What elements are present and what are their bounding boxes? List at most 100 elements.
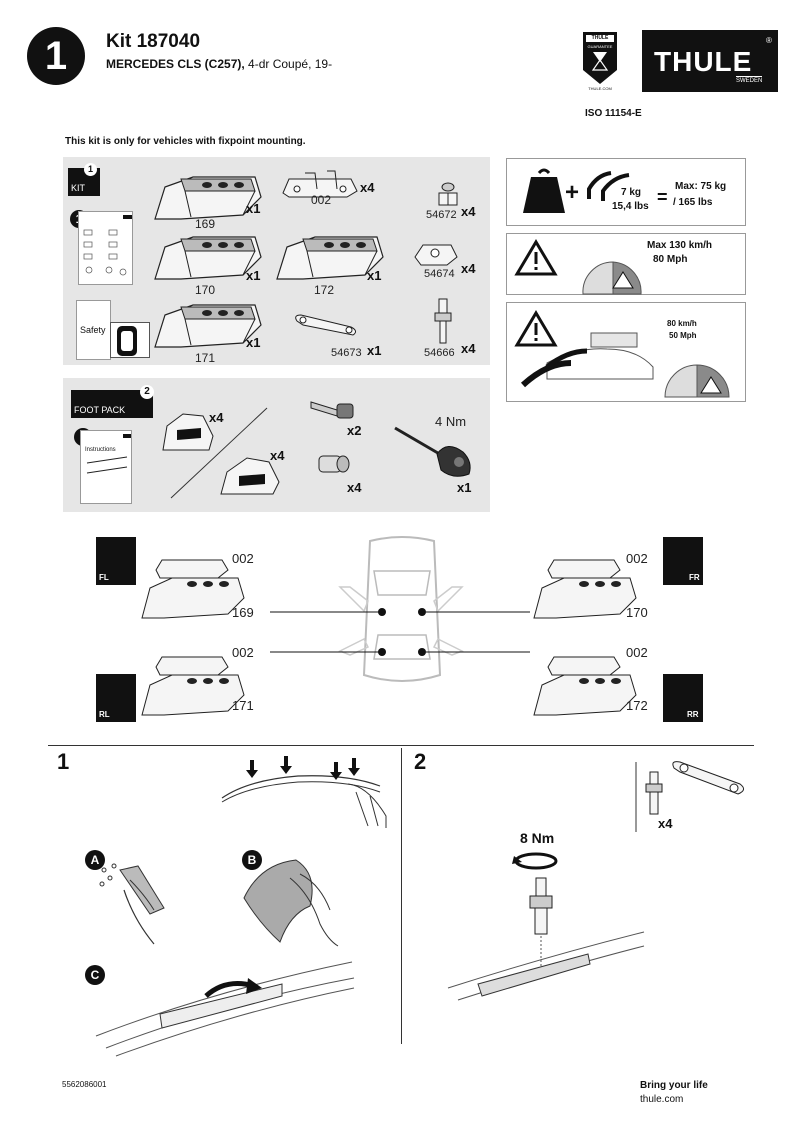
nut-54672-illustration [438, 182, 458, 206]
steps-divider-vertical [401, 748, 402, 1044]
torque-wrench-illustration [394, 426, 471, 477]
fl-label: FL [99, 573, 109, 582]
foot-172-illustration [276, 236, 384, 280]
kit-panel: 1 KIT 1 Safety [63, 157, 490, 365]
wrench-qty: x1 [457, 480, 472, 495]
foot-a-illustration [162, 413, 214, 451]
roof-arrows-illustration [221, 756, 387, 828]
weight-icon [523, 168, 565, 213]
fl-tag: FL [96, 537, 136, 585]
safety-card [110, 322, 150, 358]
foot-pack-panel: 2 FOOT PACK 2 Instructions x4 x4 x2 x4 4… [63, 378, 490, 512]
badge-guarantee: GUARANTEE [587, 44, 613, 49]
foot-pack-badge: 2 FOOT PACK [71, 385, 154, 418]
lock-qty: x4 [347, 480, 362, 495]
car-topview-icon [117, 326, 137, 356]
clean-spray-illustration [99, 863, 165, 945]
step-2-torque: 8 Nm [520, 830, 555, 846]
plate-54673-illustration [295, 314, 357, 336]
lock-cylinder-illustration [318, 455, 350, 473]
brand-name: THULE [654, 46, 753, 77]
rr-top-part: 002 [626, 645, 648, 660]
foot-170-illustration [154, 236, 262, 280]
part-54672-number: 54672 [426, 209, 457, 221]
turning-speed-box: 80 km/h 50 Mph [506, 302, 746, 402]
rl-bottom-part: 171 [232, 698, 254, 713]
part-171-qty: x1 [246, 335, 261, 350]
rr-label: RR [687, 710, 699, 719]
max-speed-box: Max 130 km/h 80 Mph [506, 233, 746, 295]
part-169-number: 169 [195, 217, 216, 231]
step-a-badge: A [85, 850, 105, 870]
bolt-plate-illustration [635, 761, 744, 832]
rl-label: RL [99, 710, 110, 719]
vehicle-type: 4-dr Coupé, 19- [244, 57, 333, 71]
brand-sub: SWEDEN [736, 76, 763, 84]
step-b-label: B [247, 853, 257, 867]
kit-badge: 1 KIT [68, 163, 100, 196]
foot-b-qty: x4 [270, 448, 285, 463]
step-a-label: A [90, 853, 100, 867]
kit-title: Kit 187040 [106, 31, 201, 52]
key-qty: x2 [347, 423, 362, 438]
foot-pack-booklet: Instructions [80, 430, 132, 504]
guarantee-badge: THULE GUARANTEE THULE.COM [581, 30, 619, 92]
rack-weight-lbs: 15,4 lbs [612, 201, 649, 212]
booklet-instructions-title: Instructions [85, 447, 116, 453]
max-speed-mph: 80 Mph [653, 254, 688, 265]
part-170-number: 170 [195, 283, 216, 297]
diagonal-divider [170, 407, 268, 499]
part-54672-qty: x4 [461, 204, 476, 219]
turn-speed-kmh: 80 km/h [667, 319, 697, 328]
rl-tag: RL [96, 674, 136, 722]
step-2-number: 2 [414, 749, 427, 774]
booklet-content-icon [83, 215, 132, 276]
thule-logo: THULE SWEDEN ® [642, 30, 778, 92]
foot-171-illustration [154, 304, 262, 348]
wrench-torque: 4 Nm [435, 414, 467, 429]
part-172-number: 172 [314, 283, 335, 297]
part-169-qty: x1 [246, 201, 261, 216]
step-b-badge: B [242, 850, 262, 870]
roof-rack-icon [587, 171, 630, 201]
bracket-002-illustration [282, 170, 358, 198]
part-54673-number: 54673 [331, 347, 362, 359]
foot-pack-badge-number: 2 [140, 385, 154, 399]
speedometer-2-icon [664, 364, 730, 398]
install-cover-illustration [95, 961, 355, 1057]
fr-top-part: 002 [626, 551, 648, 566]
max-speed-kmh: Max 130 km/h [647, 240, 713, 251]
fr-foot-illustration [533, 559, 637, 619]
speedometer-icon [582, 261, 642, 295]
roof-bars-icon [86, 434, 131, 474]
step-c-badge: C [85, 965, 105, 985]
vehicle-line: MERCEDES CLS (C257), 4-dr Coupé, 19- [106, 57, 332, 71]
safety-booklet: Safety [76, 300, 111, 360]
part-002-number: 002 [311, 193, 332, 207]
safety-label: Safety [80, 325, 106, 335]
rotation-arrow-icon [512, 852, 558, 870]
fixpoint-notice: This kit is only for vehicles with fixpo… [65, 136, 306, 147]
bolt-54666-illustration [434, 298, 452, 344]
fl-top-part: 002 [232, 551, 254, 566]
part-171-number: 171 [195, 351, 216, 365]
fl-foot-illustration [141, 559, 245, 619]
fr-label: FR [689, 573, 700, 582]
badge-brand: THULE [591, 35, 609, 41]
instructions-booklet [78, 211, 133, 285]
footer-slogan: Bring your life [640, 1080, 708, 1091]
fr-tag: FR [663, 537, 703, 585]
part-54666-qty: x4 [461, 341, 476, 356]
kit-badge-label: KIT [71, 183, 86, 193]
foot-169-illustration [154, 176, 262, 220]
rr-foot-illustration [533, 656, 637, 716]
rl-foot-illustration [141, 656, 245, 716]
part-170-qty: x1 [246, 268, 261, 283]
rack-weight-kg: 7 kg [621, 187, 642, 198]
equals-sign: = [657, 187, 668, 207]
footer-url: thule.com [640, 1094, 684, 1105]
warning-triangle-icon [514, 239, 558, 276]
registered-icon: ® [766, 36, 772, 45]
car-topview-diagram [338, 536, 464, 682]
